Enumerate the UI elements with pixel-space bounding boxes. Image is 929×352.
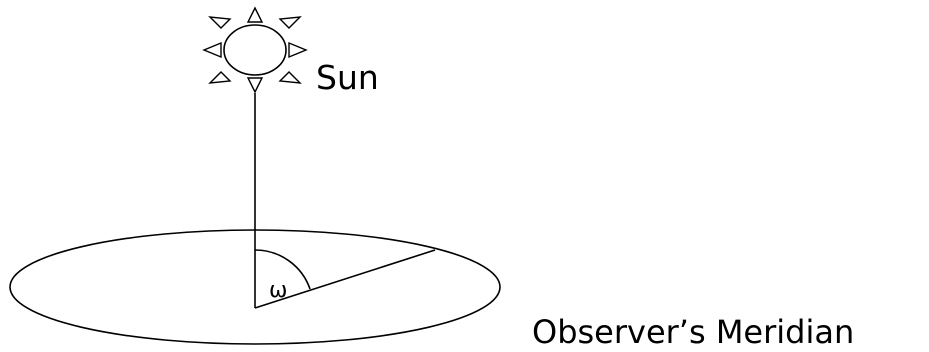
- sun-ray-right: [289, 43, 306, 57]
- sun-ray-bottom-right: [280, 72, 300, 83]
- sun-ray-top-right: [280, 17, 300, 28]
- sun-ray-left: [204, 43, 221, 57]
- sun-label: Sun: [316, 58, 379, 97]
- meridian-label: Observer’s Meridian: [532, 313, 854, 351]
- sun-ray-bottom-left: [210, 72, 230, 83]
- sun-ray-top-left: [210, 17, 230, 28]
- sun-ray-bottom: [248, 78, 262, 92]
- sun-icon: [204, 8, 306, 92]
- sun-disc: [224, 25, 286, 75]
- sun-ray-top: [248, 8, 262, 22]
- hour-angle-label: ω: [269, 278, 287, 303]
